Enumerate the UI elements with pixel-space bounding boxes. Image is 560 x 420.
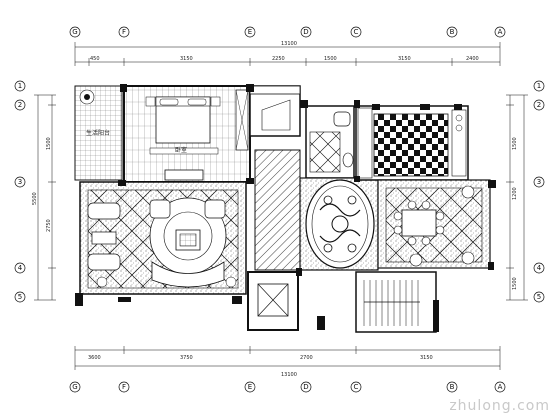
grid-label-right: 1 <box>537 82 541 90</box>
grid-label-top: F <box>122 28 126 36</box>
dim-top-seg: 1500 <box>324 56 337 62</box>
grid-label-right: 4 <box>537 264 542 272</box>
balcony-room: 生活阳台 <box>74 85 123 181</box>
dimension-bottom: 3600 3750 2700 3150 13100 <box>74 346 501 378</box>
grid-label-bottom: G <box>72 383 77 391</box>
grid-label-bottom: D <box>303 383 308 391</box>
grid-label-bottom: E <box>248 383 252 391</box>
grid-label-left: 3 <box>18 178 22 186</box>
dim-bottom-seg: 3750 <box>180 355 193 361</box>
grid-label-left: 4 <box>18 264 23 272</box>
grid-label-right: 2 <box>537 101 541 109</box>
grid-label-top: D <box>303 28 308 36</box>
grid-label-top: A <box>498 28 503 36</box>
dim-top-seg: 2400 <box>466 56 479 62</box>
grid-label-right: 5 <box>537 293 541 301</box>
dim-top-seg: 3150 <box>398 56 411 62</box>
kitchen-room <box>355 105 469 181</box>
grid-label-top: G <box>72 28 77 36</box>
dim-left-seg: 2750 <box>46 219 52 232</box>
dim-bottom-seg: 3150 <box>420 355 433 361</box>
dimension-right: 1500 1200 1500 <box>506 94 528 301</box>
dim-right-seg: 1200 <box>512 187 518 200</box>
grid-label-left: 1 <box>18 82 22 90</box>
dim-right-seg: 1500 <box>512 137 518 150</box>
grid-label-right: 3 <box>537 178 541 186</box>
bathroom-room <box>305 105 355 179</box>
bedroom-label: 卧室 <box>175 146 187 154</box>
grid-bubbles-bottom <box>69 381 506 393</box>
dim-left-total: 5500 <box>32 192 38 205</box>
grid-label-bottom: A <box>498 383 503 391</box>
dim-bottom-seg: 2700 <box>300 355 313 361</box>
elevator-shaft <box>247 271 325 331</box>
dining-room <box>377 179 491 269</box>
stairwell <box>355 271 439 333</box>
dim-top-seg: 2250 <box>272 56 285 62</box>
stair-corridor <box>249 85 301 271</box>
dim-bottom-total: 13100 <box>281 372 297 378</box>
grid-label-top: B <box>450 28 455 36</box>
dimension-top: 13100 450 3150 2250 1500 3150 2400 <box>74 41 501 66</box>
grid-bubbles-right <box>533 80 545 303</box>
structural-walls <box>118 84 496 276</box>
balcony-label: 生活阳台 <box>86 129 110 137</box>
grid-label-bottom: F <box>122 383 126 391</box>
dim-bottom-seg: 3600 <box>88 355 101 361</box>
watermark: zhulong.com <box>449 398 550 414</box>
grid-label-top: C <box>354 28 359 36</box>
dim-left-seg: 1500 <box>46 137 52 150</box>
dimension-left: 1500 2750 5500 <box>32 94 56 301</box>
dim-right-seg: 1500 <box>512 277 518 290</box>
grid-label-top: E <box>248 28 252 36</box>
grid-bubbles-top <box>69 26 506 38</box>
grid-label-bottom: C <box>354 383 359 391</box>
grid-bubbles-left <box>14 80 26 303</box>
dim-top-seg: 3150 <box>180 56 193 62</box>
bedroom-room: 卧室 <box>123 85 251 183</box>
dim-top-total: 13100 <box>281 41 297 47</box>
grid-label-left: 5 <box>18 293 22 301</box>
living-room <box>75 181 247 306</box>
dining-hall <box>299 177 379 271</box>
dim-top-seg: 450 <box>90 56 100 62</box>
grid-label-left: 2 <box>18 101 22 109</box>
grid-label-bottom: B <box>450 383 455 391</box>
